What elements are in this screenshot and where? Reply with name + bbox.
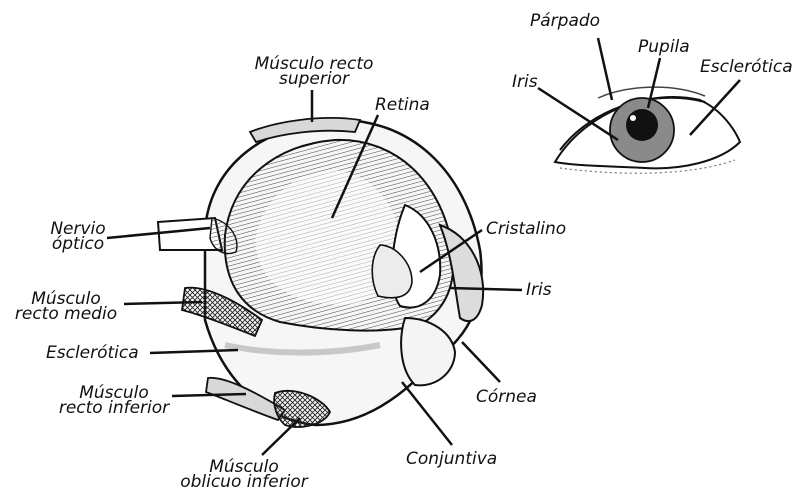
label-line: recto inferior <box>46 401 182 416</box>
leader-cornea <box>462 342 500 382</box>
label-cornea: Córnea <box>476 390 537 405</box>
label-musculo-recto-superior: Músculo recto superior <box>234 57 394 87</box>
label-esclerotica-eye: Esclerótica <box>46 346 139 361</box>
label-nervio-optico: Nervio óptico <box>40 222 116 252</box>
label-iris-front: Iris <box>512 75 538 90</box>
eyeball-section <box>158 118 483 427</box>
label-line: oblicuo inferior <box>164 475 324 490</box>
leader-parpado <box>598 38 612 100</box>
label-esclerotica-front: Esclerótica <box>700 60 793 75</box>
label-cristalino: Cristalino <box>486 222 566 237</box>
label-musculo-recto-inferior: Músculo recto inferior <box>46 386 182 416</box>
label-musculo-recto-medio: Músculo recto medio <box>6 292 126 322</box>
leader-conjuntiva <box>402 382 452 445</box>
label-musculo-oblicuo-inferior: Músculo oblicuo inferior <box>164 460 324 490</box>
label-retina: Retina <box>375 98 430 113</box>
label-parpado: Párpado <box>530 14 600 29</box>
pupil-shape <box>626 109 658 141</box>
leader-musculo-oblicuo-inferior <box>262 418 300 455</box>
label-line: superior <box>234 72 394 87</box>
label-pupila: Pupila <box>638 40 690 55</box>
label-conjuntiva: Conjuntiva <box>406 452 497 467</box>
label-line: recto medio <box>6 307 126 322</box>
label-iris-eye: Iris <box>526 283 552 298</box>
label-line: óptico <box>40 237 116 252</box>
front-eye <box>555 87 740 173</box>
